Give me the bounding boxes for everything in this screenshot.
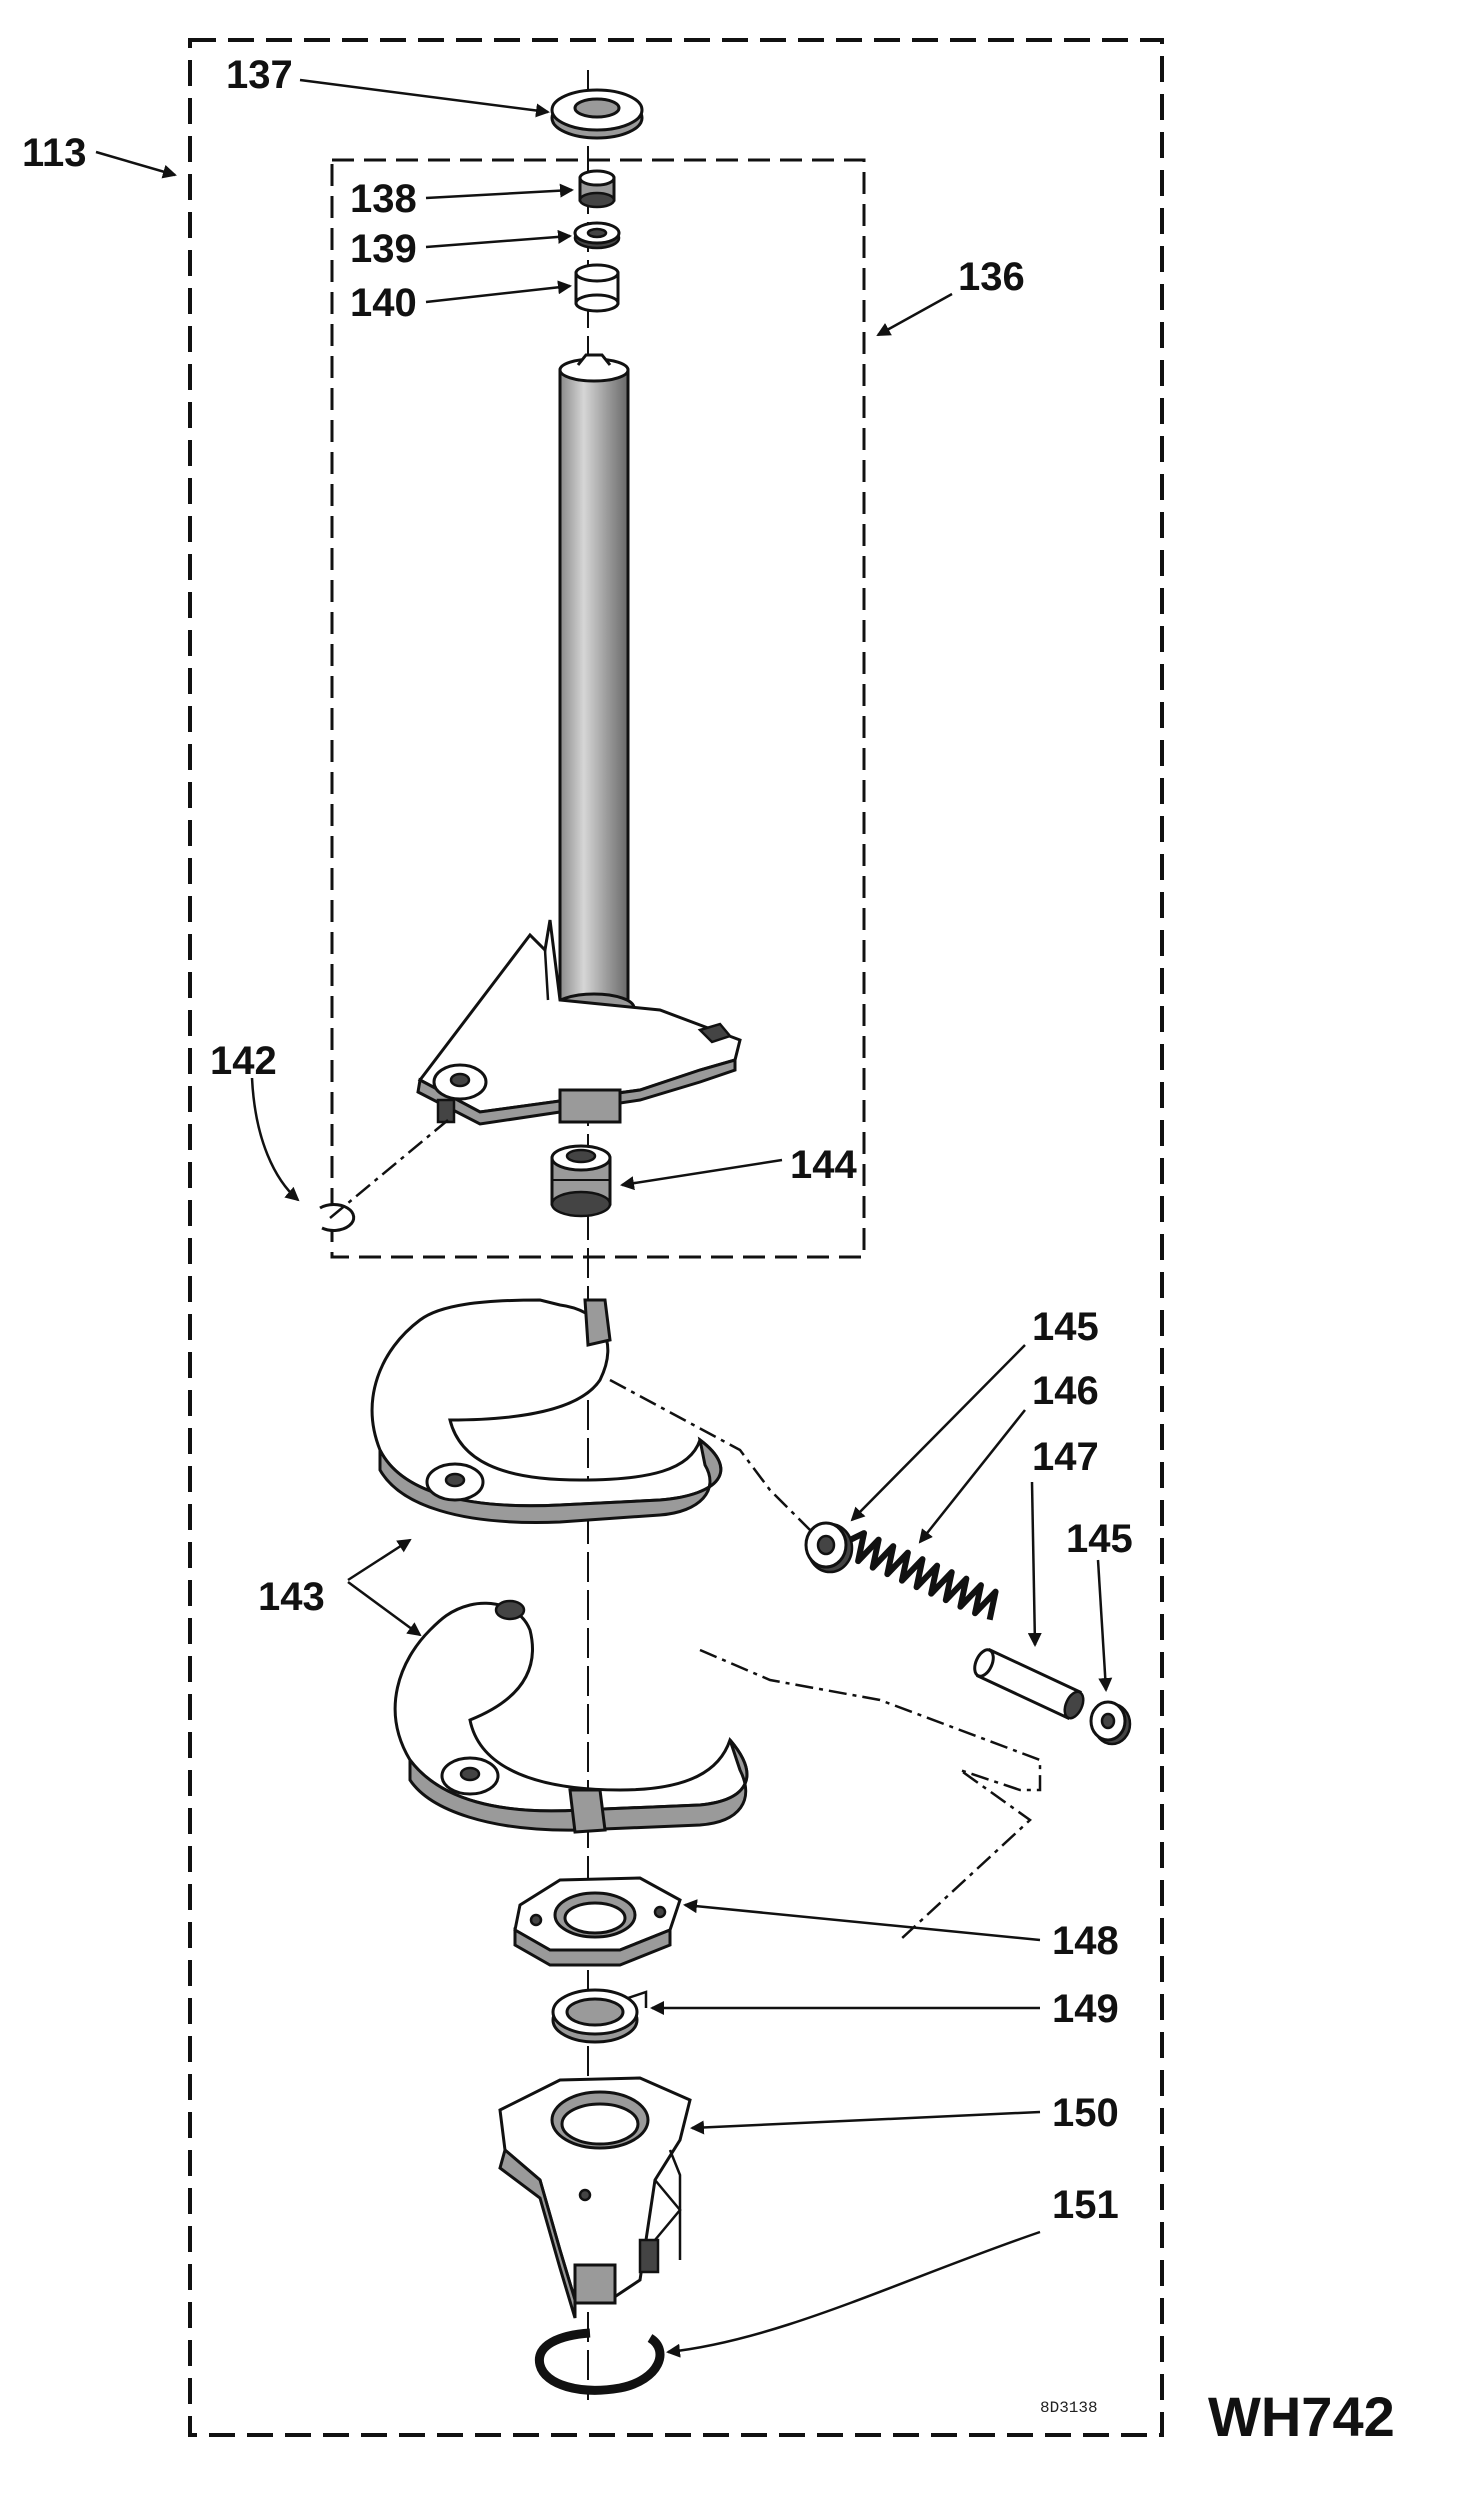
chain-line-lower (699, 1648, 1042, 1941)
part-150-actuator (498, 2076, 692, 2319)
leader-145-right (1096, 1559, 1113, 1692)
part-140-bushing (574, 263, 620, 313)
part-148-flange (513, 1876, 682, 1967)
label-136: 136 (958, 255, 1025, 299)
part-151-retaining-ring (534, 2328, 665, 2395)
label-146: 146 (1032, 1369, 1099, 1413)
part-147-pin (973, 1648, 1085, 1720)
drawing-number: 8D3138 (1040, 2399, 1098, 2417)
drawing-code: WH742 (1208, 2385, 1395, 2448)
leader-145-left (850, 1344, 1026, 1522)
label-148: 148 (1052, 1919, 1119, 1963)
assembly-113-boundary (188, 38, 1164, 2437)
label-137: 137 (226, 53, 293, 97)
label-143: 143 (258, 1575, 325, 1619)
part-145-washer-right (1089, 1700, 1132, 1746)
label-145-right: 145 (1066, 1517, 1133, 1561)
part-143-lower-shoe (393, 1599, 749, 1834)
part-149-ring (551, 1988, 648, 2044)
label-138: 138 (350, 177, 417, 221)
label-150: 150 (1052, 2091, 1119, 2135)
label-142: 142 (210, 1039, 277, 1083)
part-138-nut (578, 169, 616, 209)
label-144: 144 (790, 1143, 857, 1187)
part-139-washer (573, 221, 621, 250)
leader-142 (250, 1077, 300, 1202)
leader-137 (299, 78, 550, 118)
chain-line-upper (609, 1378, 821, 1541)
label-149: 149 (1052, 1987, 1119, 2031)
label-151: 151 (1052, 2183, 1119, 2227)
leader-146 (918, 1409, 1026, 1544)
leader-138 (425, 183, 574, 200)
part-136-shaft (548, 353, 640, 1037)
leader-150 (690, 2110, 1041, 2135)
part-137-seal (550, 88, 644, 140)
part-143-upper-shoe (370, 1298, 723, 1524)
part-144-bushing (550, 1144, 612, 1218)
label-139: 139 (350, 227, 417, 271)
part-142-clip (319, 1119, 449, 1232)
leader-148 (683, 1899, 1041, 1942)
leader-143-lower (347, 1580, 422, 1637)
leader-151 (666, 2230, 1041, 2358)
part-146-spring (848, 1530, 999, 1621)
leader-140 (425, 280, 572, 304)
label-145-left: 145 (1032, 1305, 1099, 1349)
leader-143-upper (347, 1538, 412, 1582)
label-113: 113 (22, 131, 87, 175)
label-147: 147 (1032, 1435, 1099, 1479)
assembly-136-boundary (330, 158, 866, 1259)
part-136-plate (416, 919, 742, 1126)
part-145-washer-left (804, 1521, 854, 1574)
leader-113 (95, 150, 177, 179)
leader-147 (1027, 1481, 1042, 1647)
leader-144 (620, 1158, 783, 1191)
leader-139 (425, 229, 572, 249)
leader-136 (876, 292, 953, 337)
label-140: 140 (350, 281, 417, 325)
